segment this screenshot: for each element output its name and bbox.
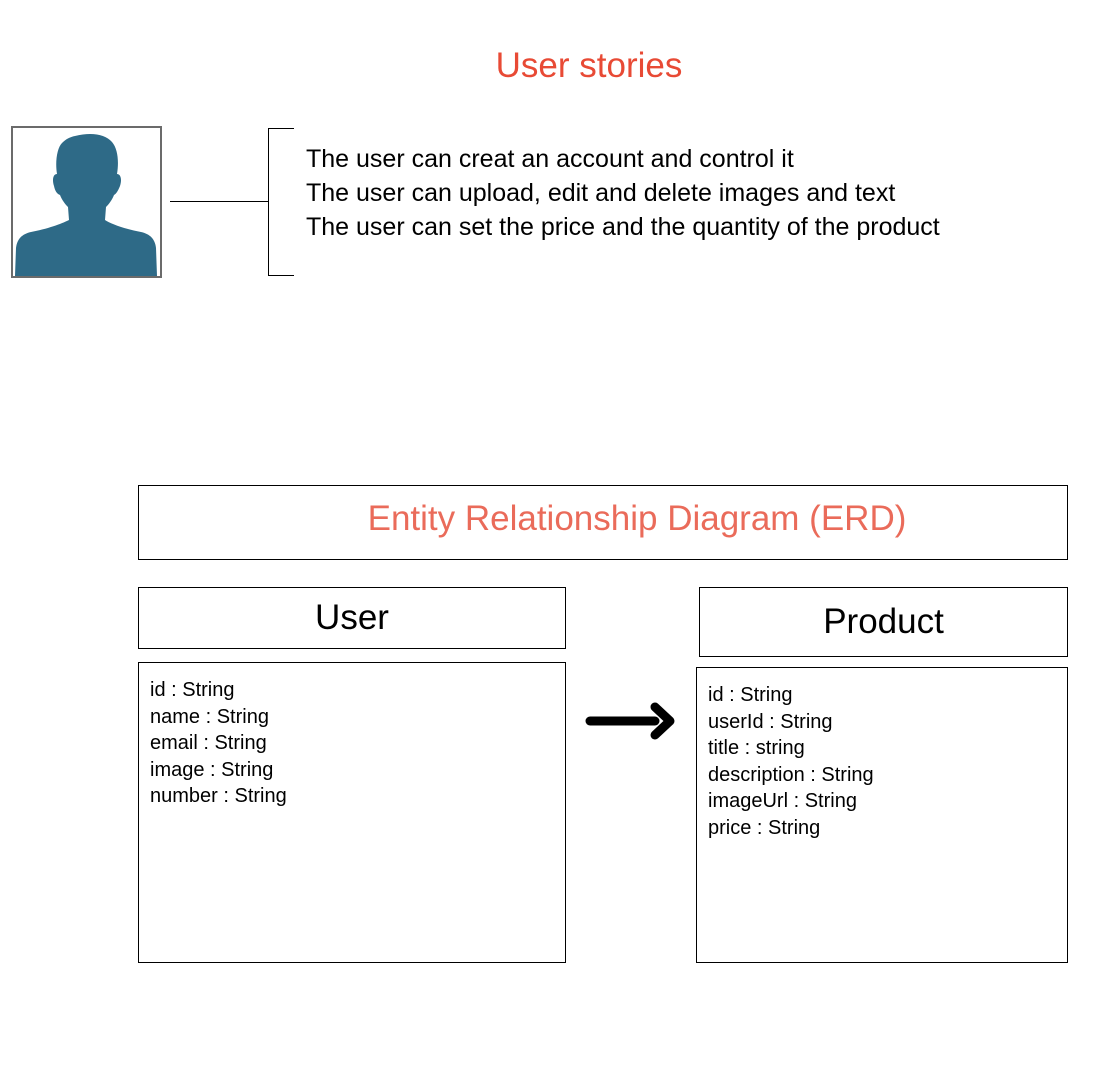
- entity-attribute: number : String: [150, 785, 287, 808]
- attribute-list: id : String userId : String title : stri…: [708, 682, 1067, 842]
- erd-title: Entity Relationship Diagram (ERD): [367, 499, 907, 538]
- entity-attribute: id : String: [150, 679, 235, 701]
- person-silhouette-icon: [15, 134, 157, 276]
- entity-attribute: price : String: [708, 816, 821, 839]
- user-story: The user can set the price and the quant…: [306, 213, 940, 241]
- user-entity-header: User: [138, 587, 566, 649]
- product-entity-attributes: id : String userId : String title : stri…: [696, 667, 1068, 963]
- entity-attribute: image : String: [150, 758, 274, 781]
- user-stories-list: The user can creat an account and contro…: [306, 142, 940, 244]
- entity-attribute: description : String: [708, 763, 874, 786]
- product-entity-header: Product: [699, 587, 1068, 657]
- entity-attribute: id : String: [708, 684, 793, 706]
- entity-name: Product: [823, 602, 944, 641]
- erd-title-box: Entity Relationship Diagram (ERD): [138, 485, 1068, 560]
- user-avatar: [11, 126, 162, 278]
- stories-bracket: [268, 128, 294, 276]
- entity-attribute: email : String: [150, 732, 267, 755]
- attribute-list: id : String name : String email : String…: [150, 677, 565, 810]
- entity-name: User: [315, 598, 389, 637]
- entity-attribute: imageUrl : String: [708, 790, 857, 813]
- user-story: The user can creat an account and contro…: [306, 145, 794, 173]
- user-story: The user can upload, edit and delete ima…: [306, 179, 896, 207]
- user-stories-title: User stories: [495, 46, 683, 85]
- actor-connector-line: [170, 201, 268, 202]
- entity-attribute: userId : String: [708, 710, 833, 733]
- entity-attribute: name : String: [150, 705, 269, 728]
- user-entity-attributes: id : String name : String email : String…: [138, 662, 566, 963]
- right-arrow-icon: [585, 700, 677, 747]
- entity-attribute: title : string: [708, 737, 805, 760]
